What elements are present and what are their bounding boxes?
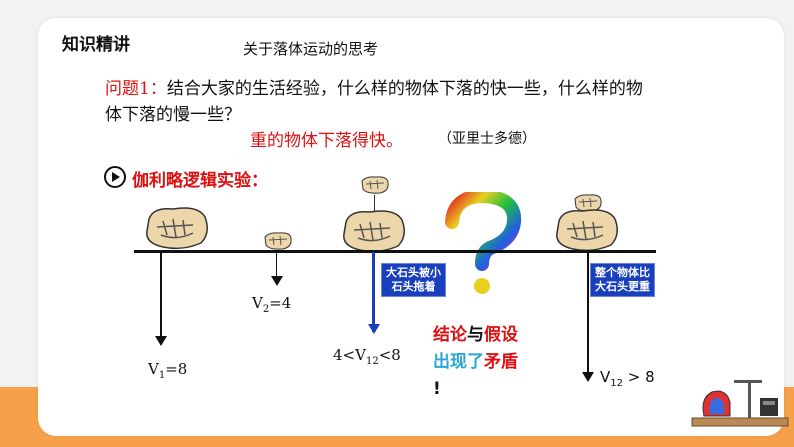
arrow-v2 — [276, 252, 277, 284]
label-v1: V1=8 — [148, 360, 187, 381]
experiment-title: 伽利略逻辑实验： — [132, 171, 268, 191]
conclusion-part1: 结论 — [433, 325, 467, 345]
question-label: 问题1： — [105, 79, 167, 99]
question-mark-icon — [445, 192, 522, 294]
box-heavier: 整个物体比 大石头更重 — [590, 263, 655, 297]
v12b-base: V — [600, 368, 611, 386]
stone-icon — [574, 194, 602, 212]
v1-sub: 1 — [158, 370, 166, 381]
answer: 重的物体下落得快。 — [250, 131, 403, 151]
v2-sub: 2 — [262, 304, 270, 315]
v2-rest: =4 — [269, 294, 292, 312]
stone-icon — [361, 176, 389, 194]
v1-rest: =8 — [165, 360, 188, 378]
question: 问题1：结合大家的生活经验，什么样的物体下落的快一些，什么样的物体下落的慢一些？ — [105, 76, 645, 128]
v12a-sub: 12 — [365, 356, 379, 367]
stone-icon — [264, 232, 292, 250]
conclusion: 结论与假设 出现了矛盾 ! — [433, 322, 518, 403]
conclusion-part4: 出现了 — [433, 352, 484, 372]
rope — [374, 195, 375, 213]
play-icon[interactable] — [104, 166, 126, 188]
label-v2: V2=4 — [252, 294, 291, 315]
box-dragged-line1: 大石头被小 — [386, 266, 441, 279]
stone-icon — [146, 207, 208, 250]
v2-base: V — [252, 294, 263, 312]
conclusion-part5: 矛盾 — [484, 352, 518, 372]
question-text: 结合大家的生活经验，什么样的物体下落的快一些，什么样的物体下落的慢一些？ — [105, 79, 643, 125]
answer-author: （亚里士多德） — [438, 131, 536, 147]
ground-line — [134, 250, 656, 253]
conclusion-part3: 假设 — [484, 325, 518, 345]
arrow-v1 — [160, 252, 162, 344]
arrow-v12a — [372, 252, 375, 332]
label-v12b: V12 > 8 — [600, 368, 655, 389]
v12a-pre: 4<V — [333, 346, 366, 364]
arrow-v12b — [587, 252, 589, 380]
label-v12a: 4<V12<8 — [333, 346, 401, 367]
v12b-sub: 12 — [610, 378, 623, 389]
v12a-rest: <8 — [378, 346, 401, 364]
v12b-rest: > 8 — [623, 368, 655, 386]
conclusion-part6: ! — [433, 379, 441, 399]
box-heavier-line2: 大石头更重 — [595, 280, 650, 293]
stone-icon — [343, 210, 405, 253]
conclusion-part2: 与 — [467, 325, 484, 345]
stone-icon — [556, 209, 618, 252]
apparatus-icon — [691, 380, 789, 427]
slide-subtitle: 关于落体运动的思考 — [243, 40, 379, 58]
box-dragged: 大石头被小 石头拖着 — [381, 263, 446, 297]
section-title: 知识精讲 — [62, 35, 130, 55]
box-dragged-line2: 石头拖着 — [391, 280, 436, 293]
box-heavier-line1: 整个物体比 — [595, 266, 650, 279]
v1-base: V — [148, 360, 159, 378]
